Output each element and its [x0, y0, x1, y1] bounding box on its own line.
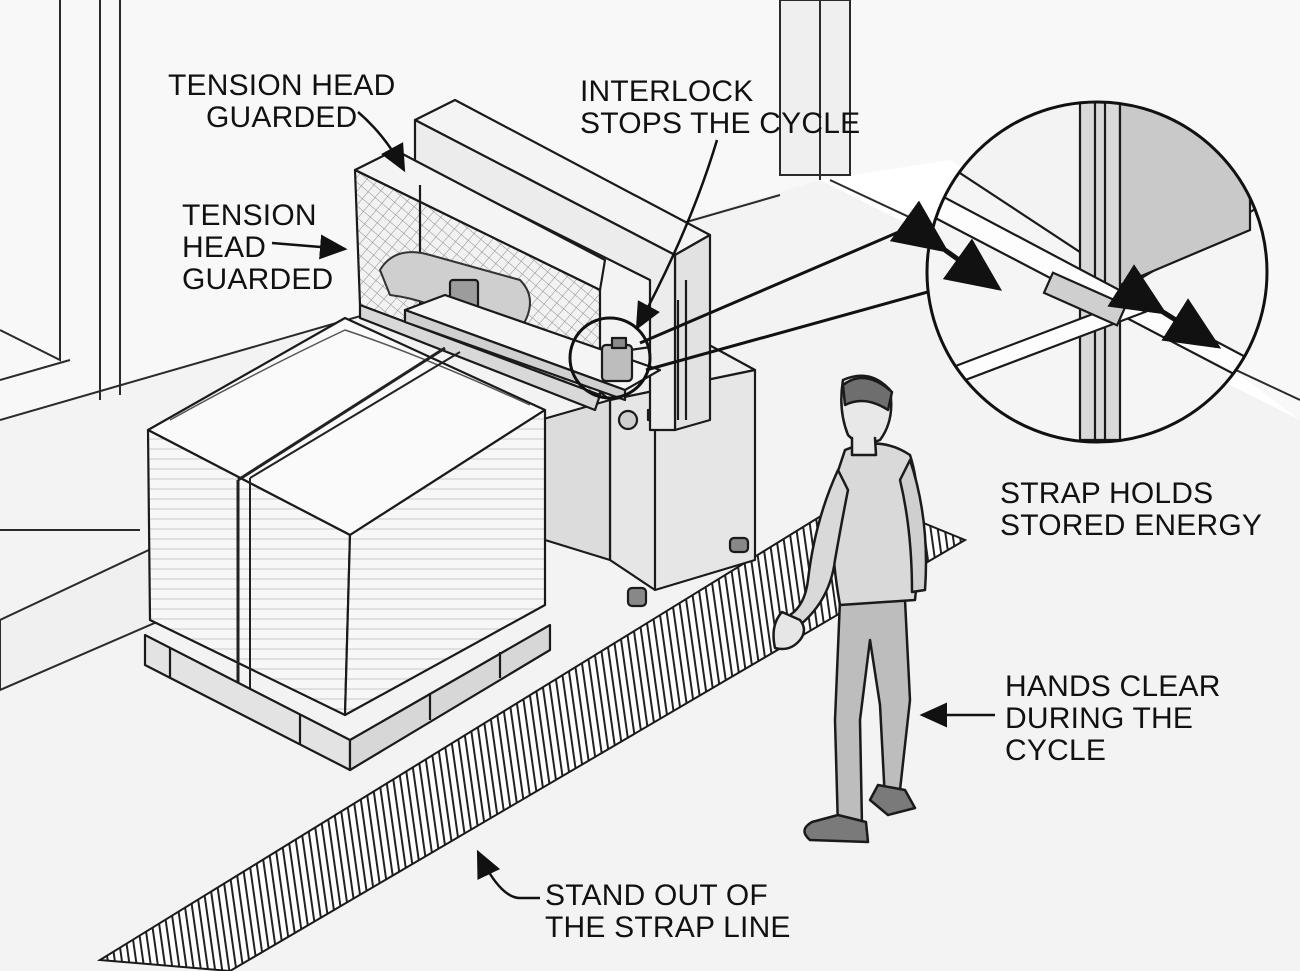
callout-line: STRAP HOLDS — [1000, 477, 1214, 510]
callout-line: HEAD — [182, 231, 267, 264]
callout-interlock: INTERLOCK STOPS THE CYCLE — [580, 76, 860, 140]
callout-line: STOPS THE CYCLE — [580, 107, 861, 140]
zoom-connector-bottom — [645, 288, 936, 372]
callout-line: STAND OUT OF — [545, 879, 768, 912]
leader-tension-head-top — [357, 111, 406, 173]
callout-tension-head-top: TENSION HEAD GUARDED — [168, 70, 395, 134]
callout-tension-head-side: TENSION HEAD GUARDED — [182, 200, 333, 296]
callout-line: GUARDED — [206, 101, 358, 134]
callout-line: CYCLE — [1005, 734, 1107, 767]
callout-leaders — [271, 111, 995, 900]
magnifier-circle — [889, 100, 1269, 444]
callout-strap-energy: STRAP HOLDS STORED ENERGY — [1000, 478, 1262, 542]
callout-strap-line: STAND OUT OF THE STRAP LINE — [545, 880, 791, 944]
leader-strap-line — [476, 849, 540, 900]
callout-line: DURING THE — [1005, 702, 1194, 735]
callout-line: TENSION HEAD — [168, 69, 396, 102]
strapping-machine — [353, 98, 757, 608]
leader-interlock — [635, 139, 719, 331]
callout-line: TENSION — [182, 199, 317, 232]
zoom-connector-top — [639, 223, 916, 345]
leader-tension-head-side — [271, 234, 348, 260]
floor-stripe — [96, 493, 968, 971]
callout-line: HANDS CLEAR — [1005, 670, 1221, 703]
wrapped-pallet — [143, 316, 552, 772]
callout-line: STORED ENERGY — [1000, 509, 1263, 542]
callout-line: THE STRAP LINE — [545, 911, 791, 944]
callout-line: GUARDED — [182, 263, 334, 296]
interlock-callout-circle — [568, 316, 652, 400]
double-arrow-icon — [889, 200, 1003, 291]
callout-line: INTERLOCK — [580, 75, 754, 108]
worker-figure — [772, 374, 928, 844]
callout-hands-clear: HANDS CLEAR DURING THE CYCLE — [1005, 671, 1221, 767]
double-arrow-icon — [1107, 264, 1222, 349]
